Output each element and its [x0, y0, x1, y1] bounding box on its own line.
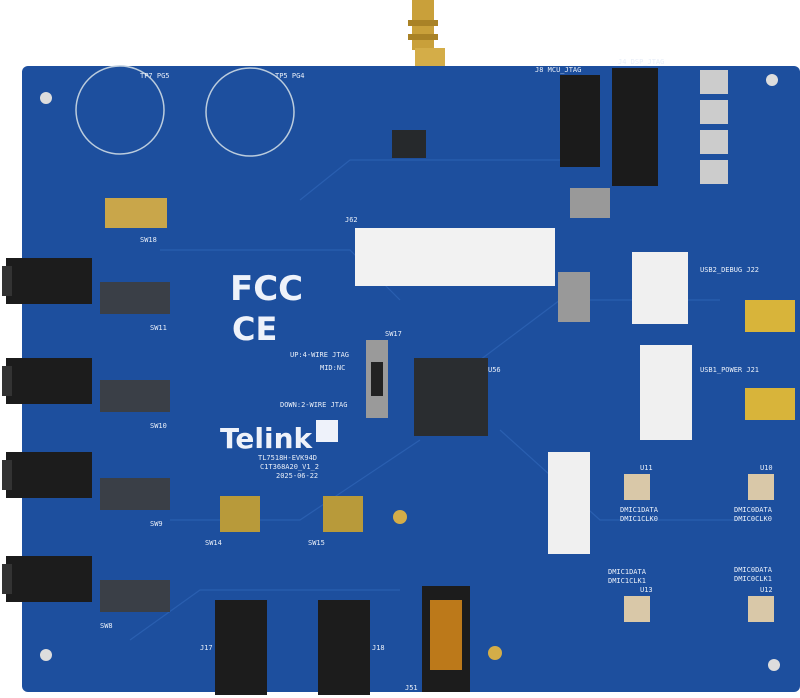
dip-switch-sw14[interactable]: SW14: [205, 496, 260, 547]
slide-switch[interactable]: [570, 188, 610, 218]
audio-jack[interactable]: [2, 358, 92, 404]
mounting-hole: [768, 659, 780, 671]
audio-jack[interactable]: [2, 452, 92, 498]
mounting-hole: [40, 649, 52, 661]
white-connector: [632, 252, 688, 324]
svg-text:SW15: SW15: [308, 539, 325, 547]
mic-u10: U10 DMIC0DATA DMIC0CLK0: [734, 464, 774, 523]
dip-switch-sw11[interactable]: SW11: [100, 282, 170, 332]
revision-label: C1T368A20_V1_2: [260, 463, 319, 471]
test-pad: [393, 510, 407, 524]
telink-logo-mark: [316, 420, 338, 442]
svg-text:U12: U12: [760, 586, 773, 594]
mcu-jtag-label: J8 MCU_JTAG: [535, 66, 581, 74]
rf-chip: [392, 130, 426, 158]
fcc-logo: FCC: [230, 269, 303, 309]
mic-u12: U12 DMIC0DATA DMIC0CLK1: [734, 566, 774, 622]
svg-text:SW9: SW9: [150, 520, 163, 528]
dip-switch-sw9[interactable]: SW9: [100, 478, 170, 528]
svg-text:DMIC0CLK1: DMIC0CLK1: [734, 575, 772, 583]
svg-text:U10: U10: [760, 464, 773, 472]
tp5-label: TP5 PG4: [275, 72, 305, 80]
push-button[interactable]: [700, 130, 728, 154]
svg-text:SW14: SW14: [205, 539, 222, 547]
pcb-traces: [129, 159, 760, 641]
white-connector: [640, 345, 692, 440]
tp7-label: TP7 PG5: [140, 72, 170, 80]
dsp-jtag-label: J4 DSP_JTAG: [618, 58, 664, 66]
push-button[interactable]: [700, 100, 728, 124]
audio-jack-j18[interactable]: J18: [318, 600, 385, 695]
test-pad-pg5: [75, 65, 165, 155]
svg-text:SW8: SW8: [100, 622, 113, 630]
date-label: 2025-06-22: [276, 472, 318, 480]
svg-text:DMIC1CLK0: DMIC1CLK0: [620, 515, 658, 523]
audio-jack[interactable]: [2, 258, 92, 304]
switch-down-label: DOWN:2-WIRE JTAG: [280, 401, 347, 409]
svg-text:DMIC0CLK0: DMIC0CLK0: [734, 515, 772, 523]
slide-switch[interactable]: [558, 272, 590, 322]
mounting-hole: [766, 74, 778, 86]
svg-text:J18: J18: [372, 644, 385, 652]
svg-text:SW18: SW18: [140, 236, 157, 244]
dip-switch-sw15[interactable]: SW15: [308, 496, 363, 547]
audio-jack[interactable]: [2, 556, 92, 602]
switch-up-label: UP:4-WIRE JTAG: [290, 351, 349, 359]
white-connector: [548, 452, 590, 554]
svg-text:DMIC0DATA: DMIC0DATA: [734, 506, 773, 514]
audio-jack-j51[interactable]: J51: [405, 586, 470, 692]
mounting-hole: [40, 92, 52, 104]
test-pad-pg4: [205, 67, 295, 157]
model-label: TL7518H-EVK94D: [258, 454, 317, 462]
svg-text:U11: U11: [640, 464, 653, 472]
dsp-jtag-header: [612, 68, 658, 186]
usb-debug-port[interactable]: [745, 300, 795, 332]
push-button[interactable]: [700, 70, 728, 94]
mic-u13: U13 DMIC1DATA DMIC1CLK1: [608, 568, 653, 622]
svg-text:J51: J51: [405, 684, 418, 692]
svg-text:DMIC1DATA: DMIC1DATA: [608, 568, 647, 576]
svg-text:DMIC1DATA: DMIC1DATA: [620, 506, 659, 514]
svg-text:U13: U13: [640, 586, 653, 594]
telink-logo: Telink: [220, 422, 314, 455]
dip-switch-sw18[interactable]: SW18: [105, 198, 167, 244]
pcb-board: [22, 66, 800, 692]
u56-label: U56: [488, 366, 501, 374]
j62-connector-strip: [355, 228, 555, 286]
main-soc-chip: [414, 358, 488, 436]
audio-jack-j17[interactable]: J17: [200, 600, 267, 695]
svg-text:SW10: SW10: [150, 422, 167, 430]
usb-power-port[interactable]: [745, 388, 795, 420]
svg-text:SW11: SW11: [150, 324, 167, 332]
usb-power-label: USB1_POWER J21: [700, 366, 759, 374]
switch-mid-label: MID:NC: [320, 364, 345, 372]
test-pad: [488, 646, 502, 660]
dip-switch-sw10[interactable]: SW10: [100, 380, 170, 430]
dip-switch-sw8[interactable]: SW8: [100, 580, 170, 630]
svg-text:DMIC0DATA: DMIC0DATA: [734, 566, 773, 574]
switch-slider[interactable]: [371, 362, 383, 396]
mcu-jtag-header: [560, 75, 600, 167]
usb-debug-label: USB2_DEBUG J22: [700, 266, 759, 274]
ce-logo: CE: [232, 310, 277, 348]
sw17-label: SW17: [385, 330, 402, 338]
svg-text:J17: J17: [200, 644, 213, 652]
svg-text:DMIC1CLK1: DMIC1CLK1: [608, 577, 646, 585]
push-button[interactable]: [700, 160, 728, 184]
mic-u11: U11 DMIC1DATA DMIC1CLK0: [620, 464, 659, 523]
j62-label: J62: [345, 216, 358, 224]
